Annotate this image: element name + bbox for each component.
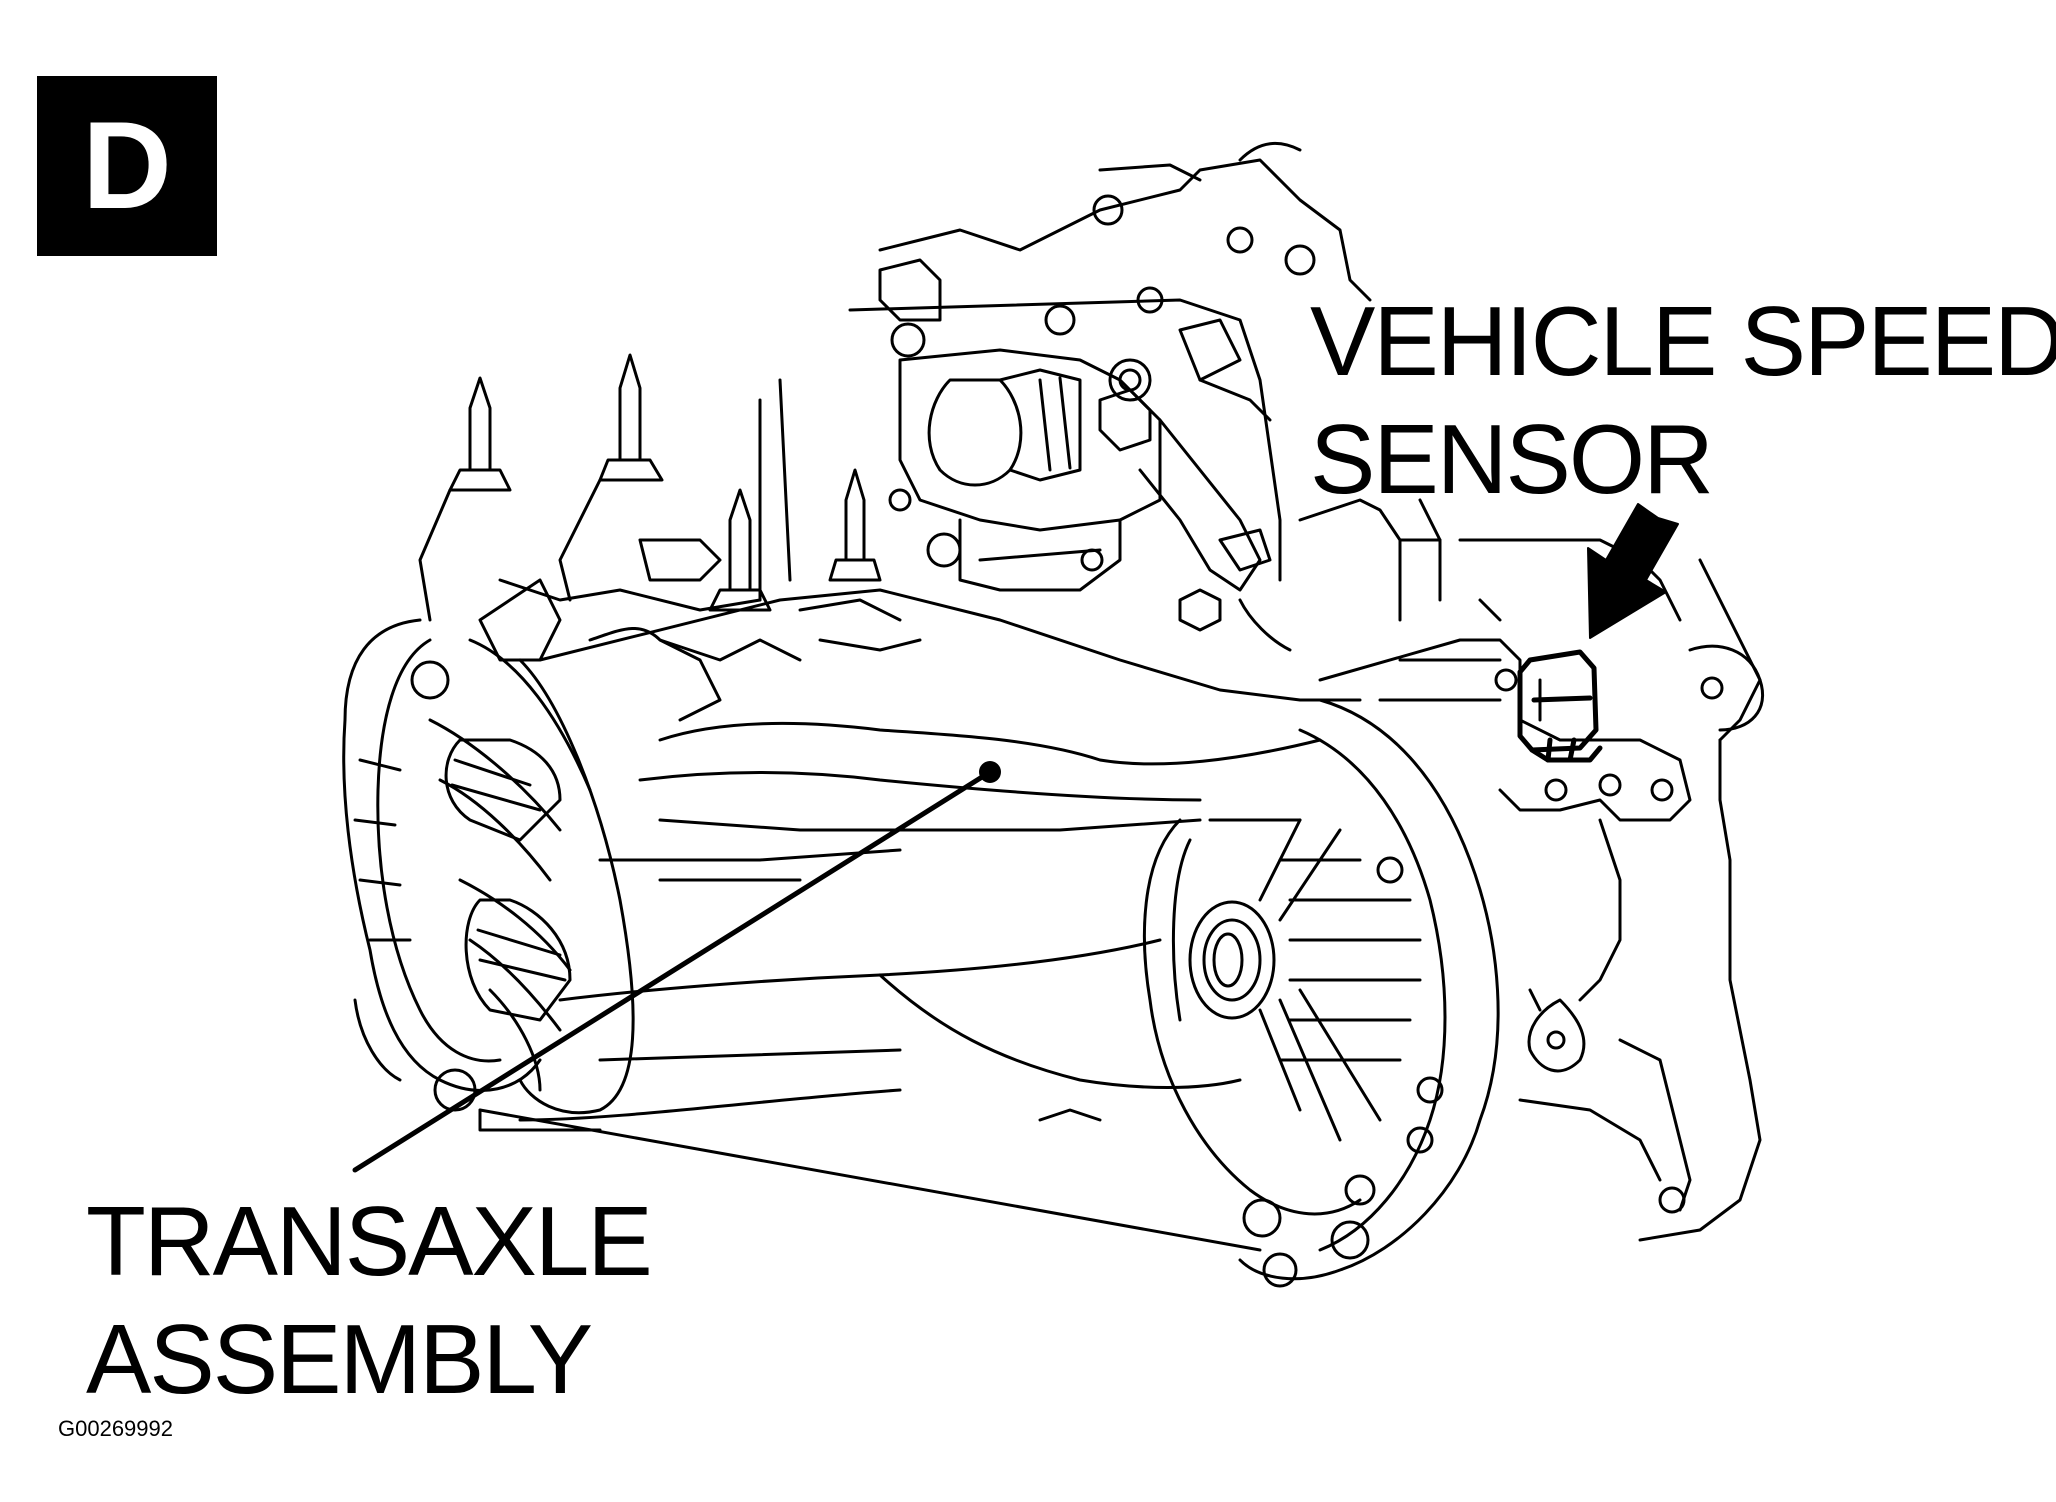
vehicle-speed-sensor-label-line2: SENSOR <box>1310 404 1714 514</box>
figure-id: G00269992 <box>58 1416 173 1441</box>
sensor-mount-bracket <box>1298 498 1765 1242</box>
differential-housing-right <box>1142 698 1500 1288</box>
vehicle-speed-sensor-label-line1: VEHICLE SPEED <box>1310 286 2056 396</box>
mounting-studs <box>418 353 882 622</box>
case-top-details <box>478 538 922 722</box>
transaxle-leader-dot <box>979 761 1001 783</box>
panel-letter: D <box>82 97 172 235</box>
left-output-hub <box>444 738 572 1022</box>
clutch-housing-left <box>342 618 635 1115</box>
transaxle-assembly-label-line2: ASSEMBLY <box>86 1304 593 1414</box>
vehicle-speed-sensor-part <box>1517 649 1603 763</box>
panel-letter-badge: D <box>37 76 217 256</box>
sensor-callout-arrow <box>1587 503 1679 639</box>
transaxle-assembly-label-line1: TRANSAXLE <box>86 1186 653 1296</box>
shift-mechanism-upper <box>758 141 1372 652</box>
transaxle-leader-line <box>352 769 993 1173</box>
